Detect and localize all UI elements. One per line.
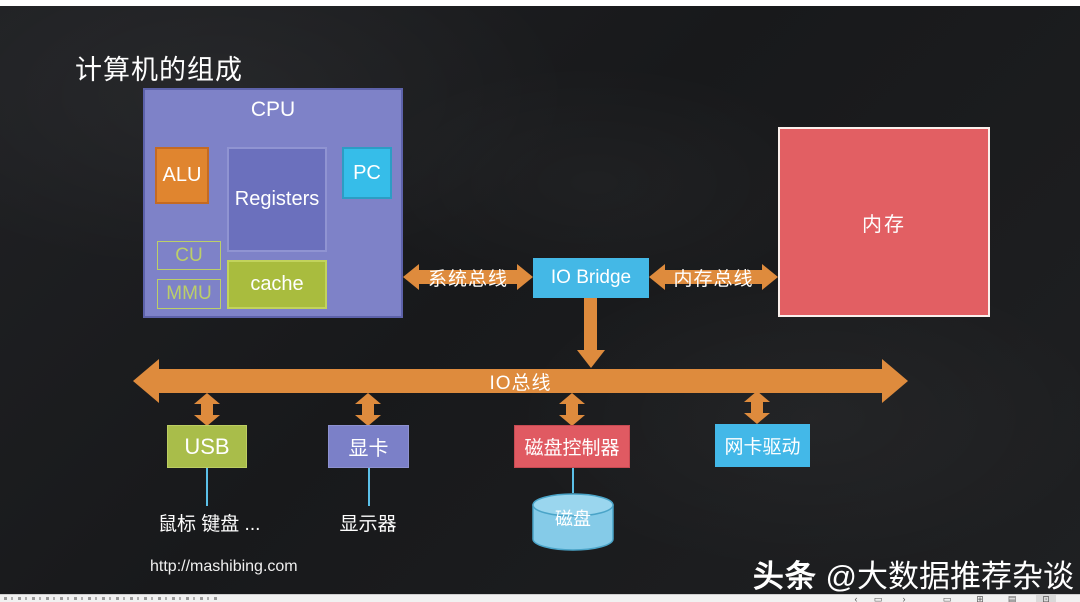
disk-controller-box: 磁盘控制器 — [514, 425, 630, 468]
arrow-right-head — [882, 359, 908, 403]
arrow-down-head — [355, 415, 381, 426]
usb-box: USB — [167, 425, 247, 468]
pc-box: PC — [342, 147, 392, 199]
watermark-brand: 头条 — [752, 559, 817, 594]
cpu-block: CPU ALU Registers PC CU MMU cache — [143, 88, 403, 318]
arrow-left-head — [403, 264, 419, 290]
slideshow-view-button[interactable]: ⊡ — [1042, 595, 1050, 602]
bridge-down-arrow-stem — [584, 298, 597, 351]
disk-cylinder — [532, 493, 614, 551]
arrow-shaft — [157, 369, 884, 393]
io-bridge-box: IO Bridge — [533, 258, 649, 298]
next-slide-button[interactable]: › — [902, 595, 906, 602]
nic-bus-arrow — [744, 391, 770, 424]
arrow-up-head — [194, 393, 220, 404]
arrow-shaft — [751, 400, 763, 415]
disk-label: 磁盘 — [555, 509, 591, 529]
cache-box: cache — [227, 260, 327, 309]
io-bus-arrow: IO总线 — [133, 359, 908, 403]
mmu-box: MMU — [157, 279, 221, 309]
memory-bus-arrow: 内存总线 — [649, 264, 778, 290]
system-bus-arrow: 系统总线 — [403, 264, 533, 290]
slide-sorter-view-button[interactable]: ⊞ — [976, 595, 984, 602]
system-bus-label: 系统总线 — [427, 268, 508, 290]
reading-view-button[interactable]: ▤ — [1007, 595, 1017, 602]
memory-bus-label: 内存总线 — [673, 268, 754, 290]
arrow-right-head — [517, 264, 533, 290]
previous-slide-button[interactable]: ‹ — [854, 595, 858, 602]
usb-bus-arrow — [194, 393, 220, 426]
arrow-shaft — [201, 402, 213, 417]
gpu-bus-arrow — [355, 393, 381, 426]
mouse-keyboard-label: 鼠标 键盘 ... — [158, 514, 261, 535]
alu-box: ALU — [155, 147, 209, 204]
disk-controller-bus-arrow — [559, 393, 585, 426]
arrow-down-head — [194, 415, 220, 426]
graphics-card-box: 显卡 — [328, 425, 409, 468]
cpu-label: CPU — [250, 98, 296, 121]
normal-view-button[interactable]: ▭ — [942, 595, 952, 602]
arrow-shaft — [566, 402, 578, 417]
status-bar — [0, 594, 1080, 602]
arrow-right-head — [762, 264, 778, 290]
website-url: http://mashibing.com — [150, 558, 298, 575]
gpu-peripheral-line — [368, 468, 370, 506]
slide-thumbnail-icon[interactable]: ▭ — [873, 595, 883, 602]
arrow-shaft — [362, 402, 374, 417]
arrow-up-head — [355, 393, 381, 404]
memory-box: 内存 — [778, 127, 990, 317]
io-bus-label: IO总线 — [489, 372, 552, 394]
arrow-left-head — [649, 264, 665, 290]
arrow-down-head — [559, 415, 585, 426]
arrow-shaft — [417, 270, 519, 284]
status-bar-text — [4, 597, 219, 600]
arrow-up-head — [559, 393, 585, 404]
bridge-down-arrow-head — [577, 350, 605, 368]
disk-line — [572, 468, 574, 493]
slide-title: 计算机的组成 — [75, 55, 243, 85]
monitor-label: 显示器 — [339, 514, 397, 535]
arrow-left-head — [133, 359, 159, 403]
registers-box: Registers — [227, 147, 327, 252]
usb-peripheral-line — [206, 468, 208, 506]
arrow-shaft — [663, 270, 764, 284]
arrow-up-head — [744, 391, 770, 402]
watermark: 头条 @大数据推荐杂谈 — [753, 551, 1074, 596]
cu-box: CU — [157, 241, 221, 270]
network-card-box: 网卡驱动 — [715, 424, 810, 467]
slideshow-view-button-selected-bg[interactable] — [1036, 595, 1056, 602]
watermark-account: @大数据推荐杂谈 — [816, 559, 1074, 594]
arrow-down-head — [744, 413, 770, 424]
